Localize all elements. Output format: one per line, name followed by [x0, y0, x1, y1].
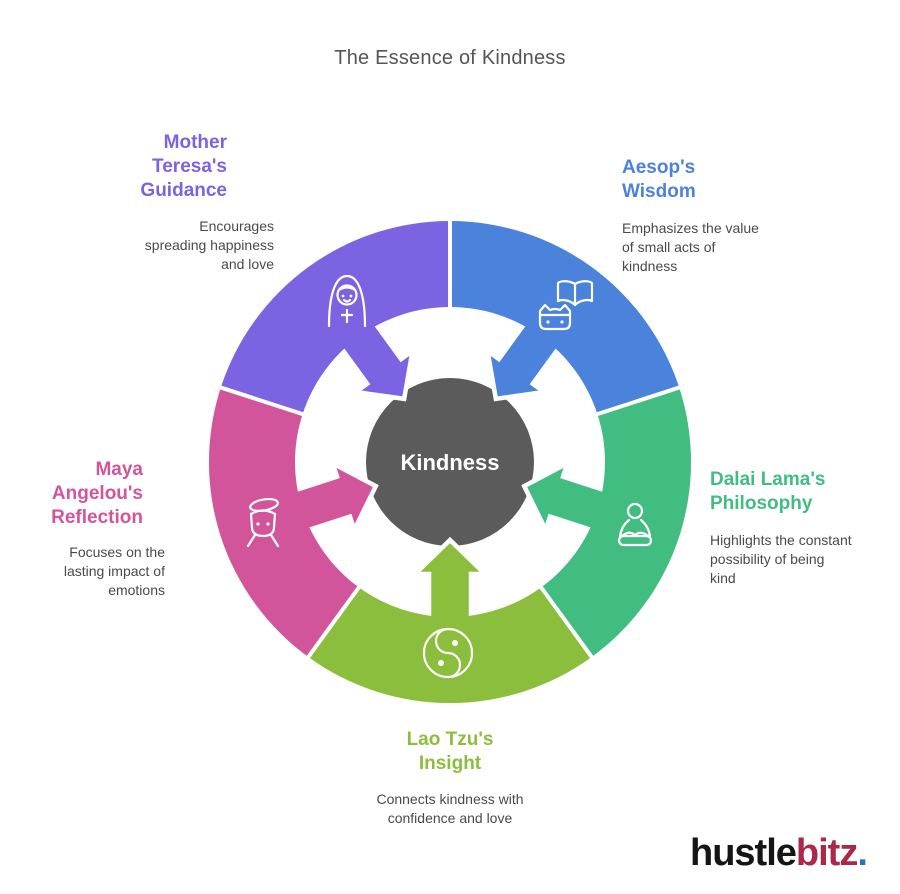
segment-divider — [303, 583, 363, 663]
segment-maya-angelou — [208, 387, 359, 657]
drum-icon — [246, 497, 280, 548]
description-aesop: Emphasizes the value of small acts of ki… — [622, 220, 759, 274]
logo-dot: . — [857, 832, 868, 874]
center-label: Kindness — [400, 450, 499, 475]
page-title: The Essence of Kindness — [334, 47, 566, 69]
segment-divider — [593, 383, 686, 417]
meditating-person-icon — [617, 502, 653, 547]
description-lao-tzu: Connects kindness with confidence and lo… — [376, 791, 524, 826]
segment-dalai-lama — [541, 387, 692, 657]
segment-divider — [214, 383, 307, 417]
center-circle — [366, 378, 534, 546]
heading-lao-tzu: Lao Tzu's Insight — [406, 729, 494, 774]
description-mother-teresa: Encourages spreading happiness and love — [144, 218, 274, 272]
heading-maya-angelou: Maya Angelou's Reflection — [51, 459, 143, 528]
heading-dalai-lama: Dalai Lama's Philosophy — [710, 469, 826, 514]
description-dalai-lama: Highlights the constant possibility of b… — [710, 532, 852, 586]
heading-aesop: Aesop's Wisdom — [622, 157, 696, 202]
segment-lao-tzu — [308, 587, 592, 704]
segment-divider — [537, 583, 597, 663]
inward-arrow-lao-tzu — [409, 536, 491, 627]
yin-yang-icon — [422, 627, 474, 679]
brand-logo: hustlebitz. — [690, 832, 868, 874]
logo-bitz: bitz — [795, 832, 858, 874]
segment-aesop — [450, 221, 680, 415]
nun-icon — [327, 274, 367, 328]
heading-mother-teresa: Mother Teresa's Guidance — [140, 132, 227, 201]
description-maya-angelou: Focuses on the lasting impact of emotion… — [63, 544, 165, 598]
segment-mother-teresa — [220, 220, 450, 415]
open-book-fox-icon — [538, 280, 594, 331]
logo-hustle: hustle — [690, 832, 797, 874]
